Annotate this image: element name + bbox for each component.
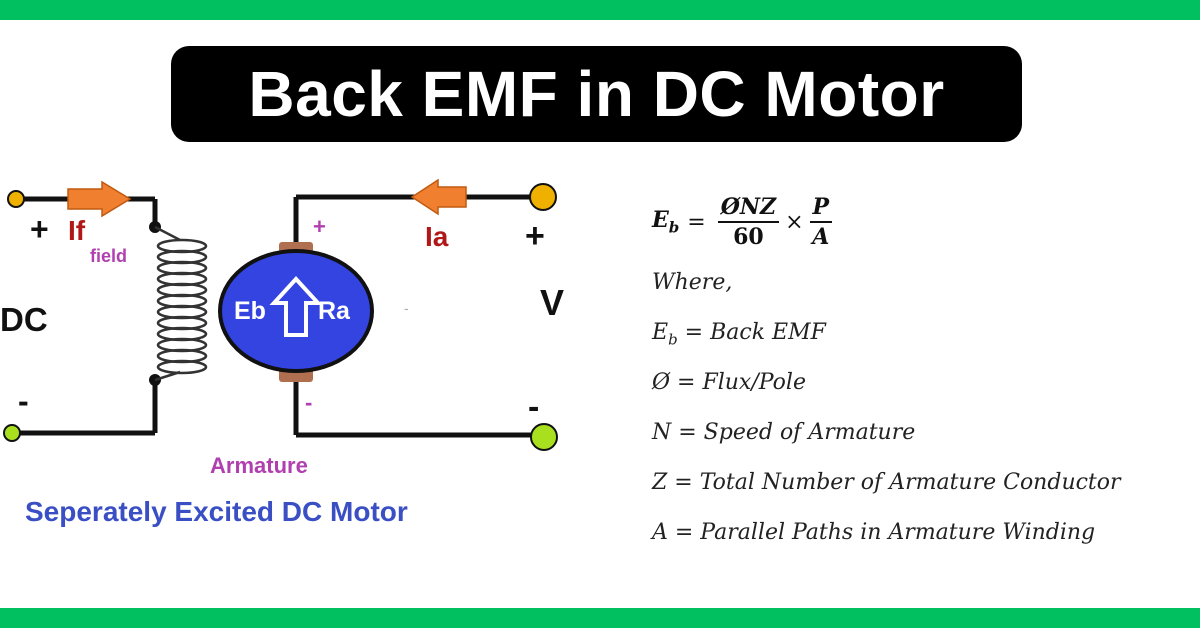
eq-equals: = <box>687 209 706 235</box>
motor-eb-label: Eb <box>234 297 266 325</box>
field-current-label: If <box>68 215 86 246</box>
def-conductors-symbol: Z <box>652 470 668 495</box>
field-plus-terminal <box>7 190 25 208</box>
arrow-right-icon <box>67 180 132 218</box>
field-plus-label: + <box>30 211 49 247</box>
def-speed-symbol: N <box>652 420 672 445</box>
def-eb-sub: b <box>668 330 678 349</box>
frac2-denominator: A <box>812 224 830 250</box>
definition-conductors: Z = Total Number of Armature Conductor <box>652 470 1121 495</box>
supply-minus-label: - <box>528 388 539 426</box>
def-conductors-text: = Total Number of Armature Conductor <box>667 470 1121 495</box>
eq-lhs: Eb <box>652 207 679 236</box>
center-dash: - <box>404 300 409 316</box>
def-speed-text: = Speed of Armature <box>671 420 916 445</box>
def-eb-symbol: E <box>652 320 669 345</box>
def-eb-text: = Back EMF <box>677 320 826 345</box>
eq-fraction-2: P A <box>809 194 833 250</box>
eq-lhs-symbol: E <box>652 207 669 234</box>
arm-plus-label: + <box>313 214 326 239</box>
title-banner: Back EMF in DC Motor <box>171 46 1022 142</box>
where-label: Where, <box>652 270 733 295</box>
up-arrow-icon <box>269 276 323 337</box>
back-emf-equation: Eb = ØNZ 60 × P A <box>652 188 836 256</box>
field-label: field <box>90 246 127 266</box>
dc-label: DC <box>0 301 48 338</box>
definition-eb: Eb = Back EMF <box>652 320 826 348</box>
supply-plus-terminal <box>529 183 557 211</box>
def-flux-text: = Flux/Pole <box>670 370 806 395</box>
definition-flux: Ø = Flux/Pole <box>652 370 806 395</box>
frac1-numerator: ØNZ <box>717 194 780 223</box>
field-minus-label: - <box>18 383 29 419</box>
def-flux-symbol: Ø <box>652 370 671 395</box>
page-title: Back EMF in DC Motor <box>248 58 945 130</box>
definition-parallel-paths: A = Parallel Paths in Armature Winding <box>652 520 1095 545</box>
supply-v-label: V <box>540 282 564 323</box>
arm-minus-label: - <box>305 390 312 415</box>
arrow-left-icon <box>410 178 467 216</box>
diagram-caption: Seperately Excited DC Motor <box>25 496 408 527</box>
supply-minus-terminal <box>530 423 558 451</box>
def-paths-text: = Parallel Paths in Armature Winding <box>667 520 1096 545</box>
frac1-denominator: 60 <box>733 224 764 250</box>
armature-label: Armature <box>210 453 308 478</box>
bottom-green-band <box>0 608 1200 628</box>
field-coil <box>154 225 208 382</box>
definition-speed: N = Speed of Armature <box>652 420 915 445</box>
circuit-diagram: Eb Ra - + If field DC - + Ia + V - - Arm… <box>0 178 564 527</box>
motor-ra-label: Ra <box>318 297 351 325</box>
top-green-band <box>0 0 1200 20</box>
supply-plus-label: + <box>525 217 545 255</box>
def-paths-symbol: A <box>652 520 668 545</box>
eq-lhs-sub: b <box>668 218 680 237</box>
frac2-numerator: P <box>809 194 833 223</box>
eq-fraction-1: ØNZ 60 <box>717 194 780 250</box>
eq-times: × <box>785 209 804 235</box>
arm-current-label: Ia <box>425 221 449 252</box>
field-minus-terminal <box>3 424 21 442</box>
